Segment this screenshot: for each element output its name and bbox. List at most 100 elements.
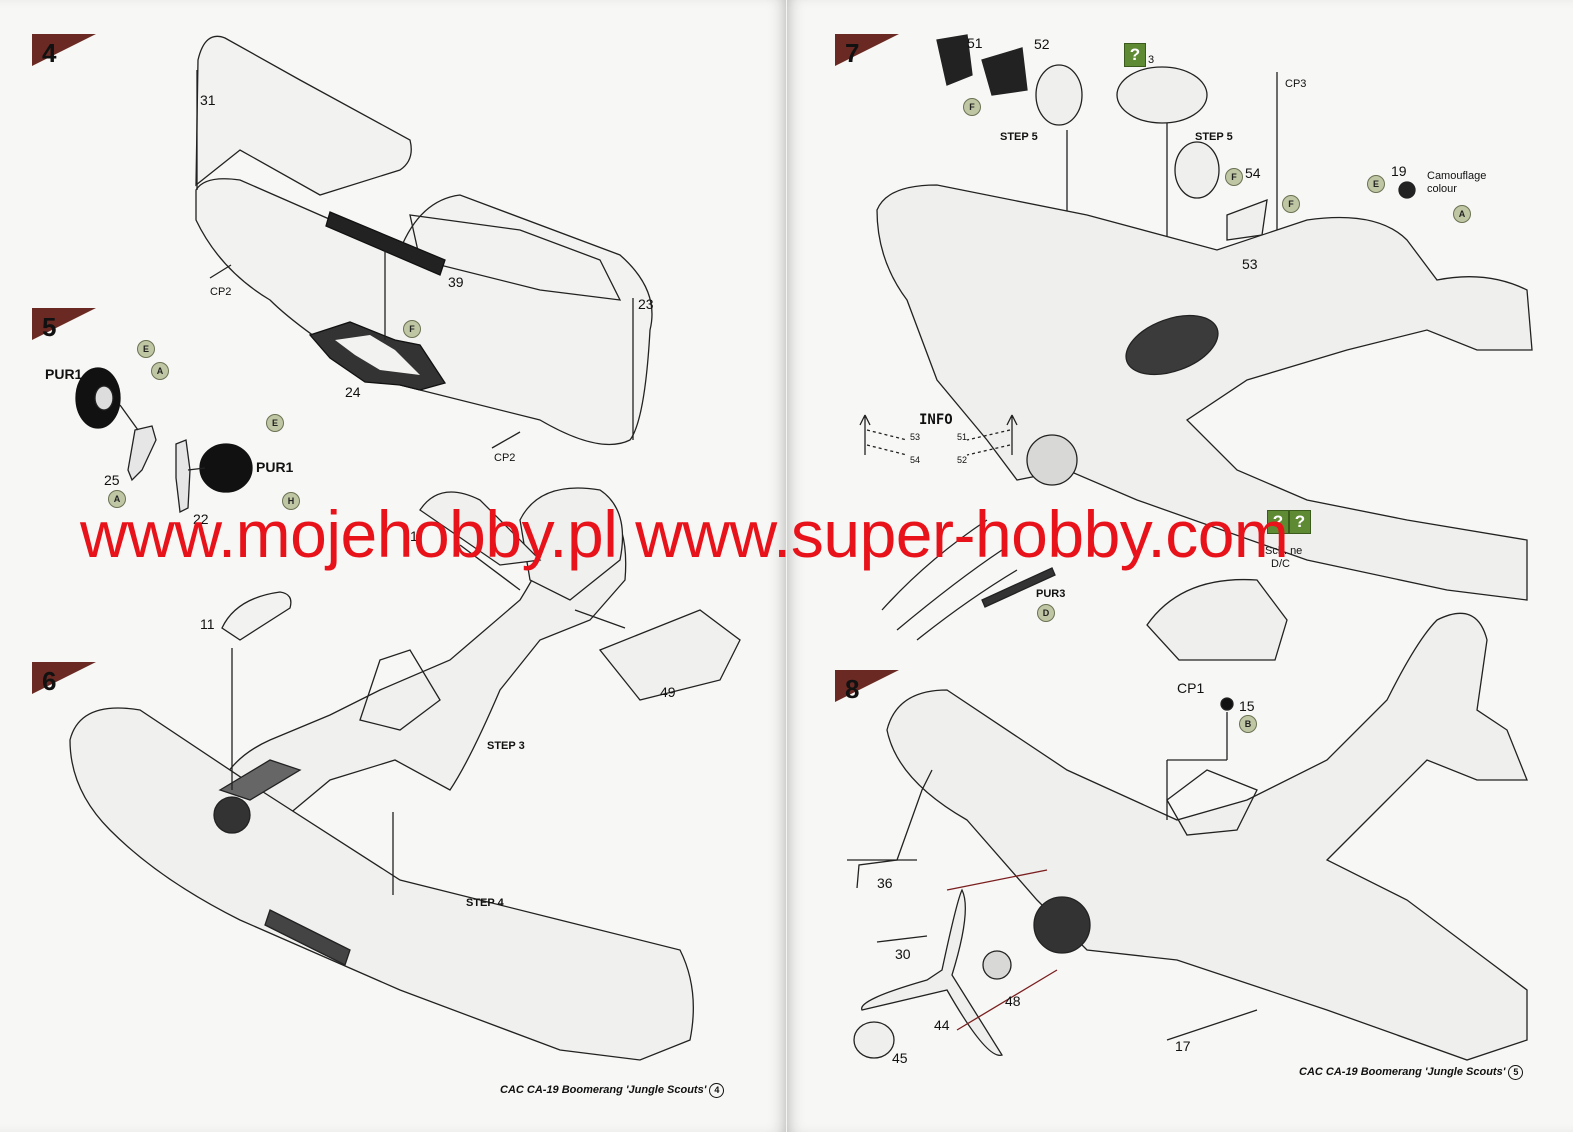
part-label: 36 [877, 875, 893, 891]
pitot-part-36 [856, 769, 933, 889]
cowling-band [218, 759, 302, 801]
wheel-step7-left [1035, 64, 1083, 126]
step-reference: STEP 3 [487, 740, 525, 752]
part-39-strip [325, 211, 446, 276]
paint-callout: F [403, 320, 421, 338]
paint-callout: F [1225, 168, 1243, 186]
part-label: 54 [1245, 165, 1261, 181]
left-assembly-drawings [69, 35, 741, 1061]
paint-callout: E [1367, 175, 1385, 193]
step-reference: STEP 5 [1195, 131, 1233, 143]
wing-step6 [69, 707, 694, 1061]
part-label: PUR3 [1036, 588, 1066, 600]
part-label: 45 [892, 1050, 908, 1066]
upper-wing-part-31 [195, 35, 412, 196]
paint-callout: A [108, 490, 126, 508]
step-6-marker: 6 [32, 662, 96, 696]
paint-callout: F [963, 98, 981, 116]
pur3-part [981, 567, 1056, 608]
leg-part-25 [127, 425, 157, 482]
info-part: 53 [910, 432, 921, 442]
cockpit-step6 [359, 649, 441, 731]
part-label: 51 [967, 35, 983, 51]
part-label: 53 [1242, 256, 1258, 272]
part-19-ring [1398, 181, 1416, 199]
part-label: 52 [1034, 36, 1050, 52]
part-label: CP2 [494, 452, 516, 464]
info-part: 52 [957, 455, 968, 465]
paint-callout: A [151, 362, 169, 380]
info-label: INFO [919, 412, 953, 428]
engine-step8 [1033, 896, 1091, 954]
paint-callout: E [137, 340, 155, 358]
part-label: 44 [934, 1017, 950, 1033]
page-number: 4 [709, 1083, 725, 1098]
left-page: 4 5 6 31 39 23 24 CP2 CP2 F PUR1 25 PUR1… [0, 0, 786, 1132]
part-label: 3 [1148, 54, 1155, 66]
step-reference: STEP 4 [466, 897, 504, 909]
part-label: CP3 [1285, 78, 1307, 90]
part-label: 1 [410, 528, 418, 544]
part-label: 39 [448, 274, 464, 290]
tailplane-49 [598, 609, 741, 701]
left-tailplane [419, 491, 542, 566]
exhaust-stripes [264, 909, 351, 966]
part-label: 15 [1239, 698, 1255, 714]
question-icon: ? [1124, 43, 1146, 67]
part-label: 19 [1391, 163, 1407, 179]
paint-callout: B [1239, 715, 1257, 733]
step-reference: STEP 5 [1000, 131, 1038, 143]
tail-fin [519, 487, 624, 601]
canopy-part-3 [1116, 66, 1208, 124]
part-label: 17 [1175, 1038, 1191, 1054]
part-label: 30 [895, 946, 911, 962]
gear-door-54 [1226, 199, 1268, 241]
paint-callout: E [266, 414, 284, 432]
part-label: 31 [200, 92, 216, 108]
gear-door-part-52 [981, 47, 1028, 96]
dark-panel-step7 [1125, 314, 1219, 376]
engine-step6 [213, 796, 251, 834]
question-icon: ? [1289, 510, 1311, 534]
info-part: 54 [910, 455, 921, 465]
leg-part-22 [175, 439, 191, 513]
part-label: PUR1 [256, 459, 294, 475]
propeller-part-44 [861, 888, 1003, 1056]
lower-wing-part-23 [195, 178, 653, 446]
right-assembly-drawings [847, 34, 1533, 1061]
side-note: D/C [1271, 558, 1290, 570]
cockpit-step8 [1166, 769, 1258, 836]
canopy-part-11 [221, 591, 292, 641]
step-8-marker: 8 [835, 670, 899, 704]
part-label: 24 [345, 384, 361, 400]
info-part: 51 [957, 432, 968, 442]
part-label: PUR1 [45, 366, 83, 382]
footer-title: CAC CA-19 Boomerang 'Jungle Scouts' [1299, 1066, 1506, 1078]
wheel-step7-right [1174, 141, 1220, 199]
right-page: 7 8 51 52 ? 3 CP3 54 19 53 PUR3 STEP 5 S… [787, 0, 1573, 1132]
part-15-light [1220, 697, 1234, 711]
step-7-marker: 7 [835, 34, 899, 68]
part-label: 22 [193, 511, 209, 527]
part-label: 49 [660, 684, 676, 700]
part-48-hub [982, 950, 1012, 980]
question-icon: ? [1267, 510, 1289, 534]
wheel-pur1-right [199, 443, 253, 493]
paint-callout: F [1282, 195, 1300, 213]
aircraft-step7 [876, 184, 1533, 601]
side-note: Sch. ne [1265, 545, 1303, 557]
paint-callout: H [282, 492, 300, 510]
step-4-marker: 4 [32, 34, 96, 68]
canopy-part-cp1 [1146, 578, 1288, 661]
part-label: 11 [200, 616, 215, 632]
engine-step7 [1026, 434, 1078, 486]
aircraft-step8 [886, 612, 1528, 1061]
page-number: 5 [1508, 1065, 1524, 1080]
page-footer: CAC CA-19 Boomerang 'Jungle Scouts'5 [1299, 1065, 1524, 1080]
spinner-part-45 [853, 1021, 895, 1059]
paint-callout: D [1037, 604, 1055, 622]
part-label: 23 [638, 296, 654, 312]
part-label: CP2 [210, 286, 232, 298]
paint-callout: A [1453, 205, 1471, 223]
watermark: www.mojehobby.pl www.super-hobby.com [80, 497, 1289, 571]
